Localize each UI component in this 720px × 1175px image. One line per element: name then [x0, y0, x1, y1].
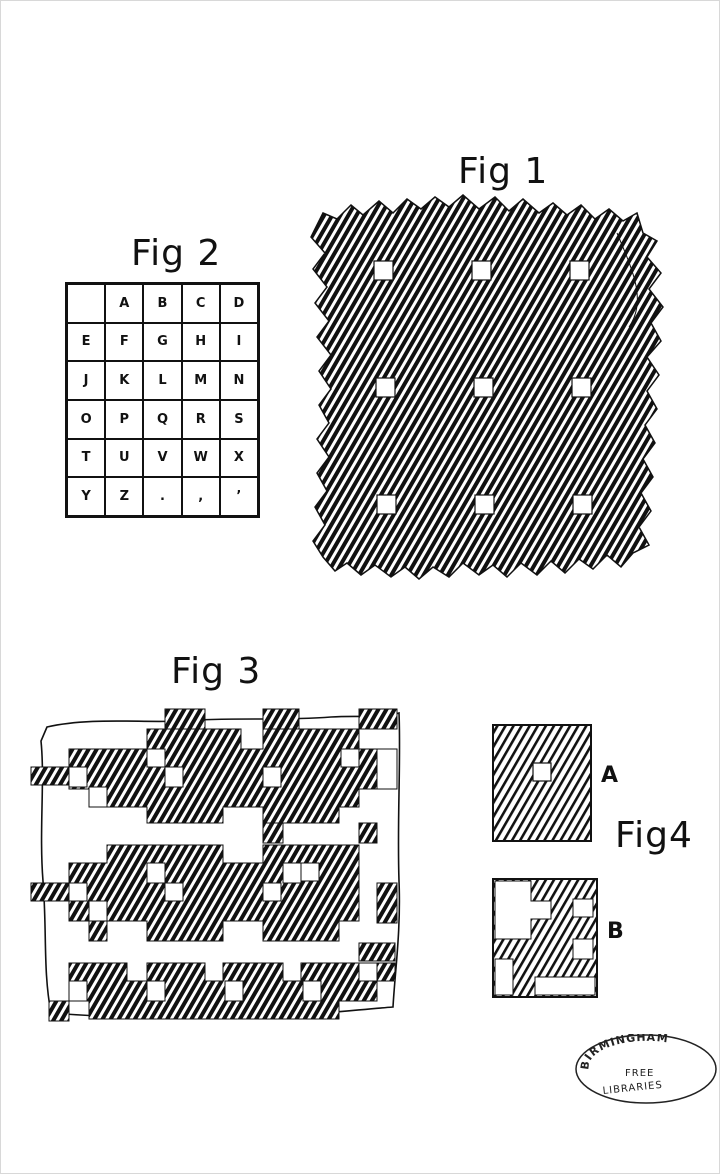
grid-cell: . — [143, 477, 182, 516]
fig1-cloth — [310, 194, 664, 580]
grid-cell: M — [181, 361, 220, 400]
grid-cell: O — [67, 400, 106, 439]
stamp-line-1: BIRMINGHAM — [578, 1034, 668, 1070]
grid-cell: N — [219, 361, 258, 400]
grid-cell: I — [219, 322, 258, 362]
grid-cell: S — [219, 400, 258, 439]
grid-cell: L — [143, 361, 182, 400]
grid-cell — [67, 284, 106, 323]
grid-cell: F — [105, 322, 144, 362]
grid-cell: B — [143, 284, 182, 323]
grid-cell: D — [219, 284, 258, 323]
grid-cell: K — [105, 361, 144, 400]
fig2-letter-grid: A B C D E F G H I J K L M N O P Q R S T … — [65, 282, 260, 518]
fig4-a-label: A — [601, 763, 619, 788]
stamp-line-2: FREE — [625, 1068, 654, 1079]
grid-cell: P — [105, 400, 144, 439]
grid-cell: E — [67, 322, 106, 362]
grid-cell: R — [181, 400, 220, 439]
stamp-oval — [575, 1034, 717, 1104]
grid-cell: T — [67, 438, 106, 478]
grid-cell: U — [105, 438, 144, 478]
fig3-band-bottom — [48, 962, 396, 1022]
fig3-label: Fig 3 — [171, 651, 262, 692]
grid-cell: V — [143, 438, 182, 478]
grid-cell: ’ — [219, 477, 258, 516]
grid-cell: Y — [67, 477, 106, 516]
grid-cell: Q — [143, 400, 182, 439]
svg-text:BIRMINGHAM: BIRMINGHAM — [578, 1034, 669, 1070]
grid-cell: H — [181, 322, 220, 362]
fig3-band-middle — [30, 844, 398, 962]
grid-cell: W — [181, 438, 220, 478]
grid-cell: A — [105, 284, 144, 323]
fig4-b-label: B — [607, 919, 624, 944]
grid-cell: C — [181, 284, 220, 323]
grid-cell: G — [143, 322, 182, 362]
library-stamp: BIRMINGHAM FREE LIBRARIES — [578, 1034, 669, 1097]
fig2-label: Fig 2 — [131, 233, 222, 274]
grid-cell: Z — [105, 477, 144, 516]
fig4-b-square — [492, 878, 598, 998]
fig1-label: Fig 1 — [458, 151, 549, 192]
grid-cell: X — [219, 438, 258, 478]
grid-cell: , — [181, 477, 220, 516]
stamp-line-3: LIBRARIES — [602, 1080, 663, 1097]
fig4-label: Fig4 — [615, 815, 693, 856]
grid-cell: J — [67, 361, 106, 400]
fig4-a-square — [492, 724, 592, 842]
